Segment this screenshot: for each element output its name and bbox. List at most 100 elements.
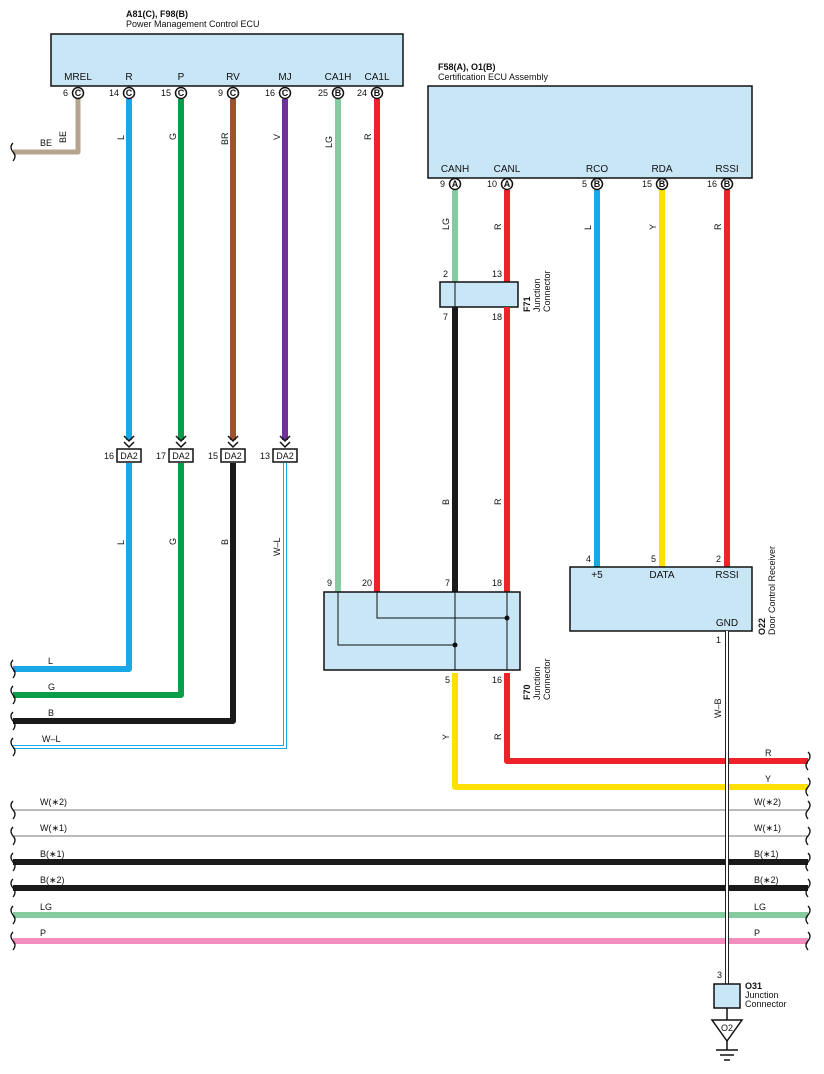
- cert-pin-num-2: 5: [582, 179, 587, 189]
- da2-num-2: 15: [208, 451, 218, 461]
- da2-label-3: DA2: [276, 451, 294, 461]
- wire-label-lg-ca1h: LG: [324, 136, 334, 148]
- cert-pin-3-pin-conn: B: [659, 179, 666, 189]
- da2-connector-1: [168, 448, 194, 463]
- break-left-bus-2: [10, 852, 16, 872]
- pm-pin-2-pin-circle: [174, 86, 188, 100]
- pm-pin-5-pin-conn: B: [335, 88, 342, 98]
- f71-name-2: Connector: [542, 270, 552, 312]
- wire-label-g-top: G: [168, 133, 178, 140]
- f70-internal-lines: [337, 592, 508, 670]
- bus-label-right-4: LG: [754, 902, 766, 912]
- wire-label-g-left: G: [48, 682, 55, 692]
- break-right-bus-1: [805, 826, 811, 846]
- pm-pin-4-pin-conn: C: [282, 88, 289, 98]
- cert-pin-num-4: 16: [707, 179, 717, 189]
- wire-label-r-rssi: R: [713, 223, 723, 230]
- f71-pin-top-0: 2: [443, 269, 448, 279]
- break-right-bus-3: [805, 878, 811, 898]
- pm-pin-name-1: R: [125, 72, 132, 83]
- cert-pin-4-pin-conn: B: [724, 179, 731, 189]
- wire-label-lg-canh: LG: [441, 218, 451, 230]
- cert-pin-0-pin-conn: A: [452, 179, 459, 189]
- break-left-1: [10, 659, 16, 679]
- door-rx-pin-num-1: 5: [651, 554, 656, 564]
- wire-label-br-top: BR: [220, 132, 230, 145]
- da2-chevron-icon-3: [279, 435, 291, 449]
- da2-label-0: DA2: [120, 451, 138, 461]
- da2-num-1: 17: [156, 451, 166, 461]
- pm-pin-num-4: 16: [265, 88, 275, 98]
- pm-pin-name-3: RV: [226, 72, 240, 83]
- break-left-bus-5: [10, 931, 16, 951]
- bus-label-left-1: W(∗1): [40, 823, 67, 833]
- cert-pin-0-pin-circle: [448, 177, 462, 191]
- cert-pin-2-pin-conn: B: [594, 179, 601, 189]
- cert-pin-name-1: CANL: [494, 164, 521, 175]
- o31-tag: O31: [745, 981, 762, 991]
- break-right-bus-2: [805, 852, 811, 872]
- cert-pin-4-pin-circle: [720, 177, 734, 191]
- wire-label-y-f70: Y: [441, 734, 451, 740]
- ground-point-label: O2: [721, 1023, 733, 1033]
- pm-pin-6-pin-conn: B: [374, 88, 381, 98]
- cert-pin-name-3: RDA: [651, 164, 672, 175]
- da2-label-1: DA2: [172, 451, 190, 461]
- pm-pin-num-3: 9: [218, 88, 223, 98]
- pm-pin-num-0: 6: [63, 88, 68, 98]
- bus-label-right-2: B(∗1): [754, 849, 779, 859]
- wire-label-l-rco: L: [583, 225, 593, 230]
- wire-be: [13, 99, 81, 155]
- f70-pin-top-3: 18: [492, 578, 502, 588]
- wire-label-r-f70: R: [493, 733, 503, 740]
- door-rx-pin-name-2: RSSI: [715, 570, 738, 581]
- f71-pin-top-1: 13: [492, 269, 502, 279]
- wire-g-bottom: [13, 463, 184, 698]
- door-rx-pin-num-2: 2: [716, 554, 721, 564]
- pm-pin-3-pin-circle: [226, 86, 240, 100]
- da2-chevron-icon-0: [123, 435, 135, 449]
- o31-name-1: Junction: [745, 990, 779, 1000]
- f71-name-1: Junction: [532, 278, 542, 312]
- cert-pin-num-1: 10: [487, 179, 497, 189]
- f70-pin-top-1: 20: [362, 578, 372, 588]
- break-left-4: [10, 737, 16, 757]
- f70-name-2: Connector: [542, 658, 552, 700]
- pm-pin-num-2: 15: [161, 88, 171, 98]
- cert-pin-1-pin-conn: A: [504, 179, 511, 189]
- f70-pin-top-0: 9: [327, 578, 332, 588]
- f71-tag: F71: [522, 296, 532, 312]
- da2-connector-0: [116, 448, 142, 463]
- break-left-bus-0: [10, 800, 16, 820]
- f70-pin-top-2: 7: [445, 578, 450, 588]
- wire-label-l-bottom: L: [116, 540, 126, 545]
- pm-pin-num-5: 25: [318, 88, 328, 98]
- f70-tag: F70: [522, 684, 532, 700]
- power-management-ecu-box: [50, 33, 404, 87]
- break-right-1: [805, 777, 811, 797]
- break-left-bus-3: [10, 878, 16, 898]
- bus-label-right-5: P: [754, 928, 760, 938]
- wire-label-be: BE: [40, 138, 52, 148]
- door-rx-gnd-name: GND: [716, 618, 738, 629]
- wire-label-l-left: L: [48, 656, 53, 666]
- pm-pin-name-6: CA1L: [364, 72, 389, 83]
- bus-label-left-3: B(∗2): [40, 875, 65, 885]
- wire-label-r-ca1l: R: [363, 133, 373, 140]
- wire-label-be-vert: BE: [58, 131, 68, 143]
- pm-pin-6-pin-circle: [370, 86, 384, 100]
- f71-pin-bottom-0: 7: [443, 312, 448, 322]
- break-right-bus-4: [805, 905, 811, 925]
- wire-label-b-f71: B: [441, 499, 451, 505]
- wire-l-bottom: [13, 463, 132, 672]
- break-left-3: [10, 711, 16, 731]
- cert-pin-2-pin-circle: [590, 177, 604, 191]
- wire-b-bottom: [13, 463, 236, 724]
- o31-junction-box: [713, 983, 741, 1009]
- pm-ecu-title: A81(C), F98(B): [126, 9, 188, 19]
- certification-ecu-box: [427, 85, 753, 179]
- wire-label-r-f71: R: [493, 498, 503, 505]
- wire-label-g-bottom: G: [168, 538, 178, 545]
- break-left-bus-1: [10, 826, 16, 846]
